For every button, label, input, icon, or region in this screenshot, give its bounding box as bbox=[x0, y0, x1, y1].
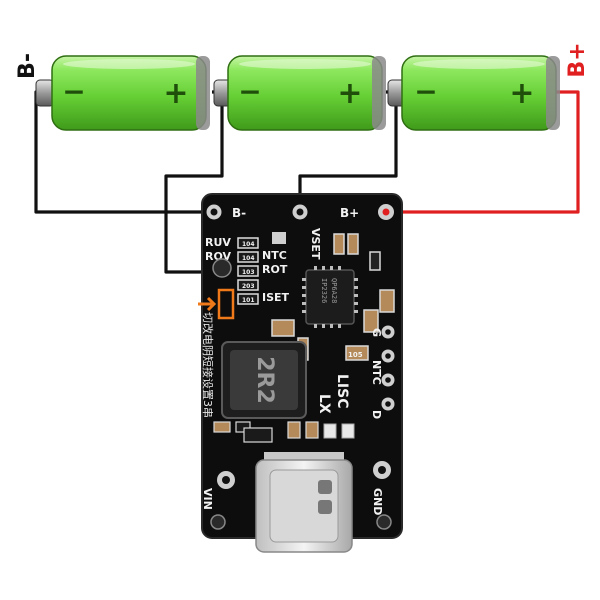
resistor-iset bbox=[237, 293, 259, 305]
vin-label: VIN bbox=[201, 488, 214, 510]
vset-label: VSET bbox=[309, 228, 322, 260]
pad-d bbox=[381, 397, 395, 411]
resistor-low-4 bbox=[287, 421, 301, 439]
inductor-label: 2R2 bbox=[252, 356, 277, 404]
cell-2-plus-label: + bbox=[337, 76, 362, 111]
pad-middle bbox=[292, 204, 308, 220]
lisc-label: LISC bbox=[334, 374, 350, 409]
pad-vin-hole bbox=[222, 476, 230, 484]
resistor-low-2 bbox=[235, 421, 251, 433]
capacitor-value: 105 bbox=[348, 351, 363, 359]
vset-jumper bbox=[272, 232, 286, 244]
capacitor-top-2 bbox=[347, 233, 359, 255]
usb-c-port bbox=[255, 452, 353, 553]
resistor-rot bbox=[237, 279, 259, 291]
charger-board: B- B+ VSET RUV ROV 104 104 103 203 101 N… bbox=[198, 193, 403, 553]
gnd-label: GND bbox=[371, 488, 384, 515]
ruv-solder-pad bbox=[212, 258, 232, 278]
cell-3-minus-label: − bbox=[414, 75, 437, 108]
resistor-low-3 bbox=[243, 427, 273, 443]
led-2 bbox=[341, 423, 355, 439]
battery-cell-3: − + bbox=[387, 55, 560, 131]
cell-1-plus-label: + bbox=[163, 76, 188, 111]
pad-b-plus-label: B+ bbox=[340, 206, 359, 220]
pad-b-minus bbox=[206, 204, 222, 220]
led-1 bbox=[323, 423, 337, 439]
pad-ntc bbox=[381, 349, 395, 363]
battery-cell-1: − + bbox=[35, 55, 210, 131]
resistor-rov bbox=[237, 251, 259, 263]
mount-hole-br bbox=[376, 514, 392, 530]
b-minus-label: B- bbox=[15, 53, 40, 79]
mount-hole-bl bbox=[210, 514, 226, 530]
cell-3-plus-label: + bbox=[509, 76, 534, 111]
ruv-label: RUV bbox=[205, 236, 231, 249]
pad-b-plus bbox=[378, 204, 394, 220]
resistor-top-right bbox=[369, 251, 381, 271]
resistor-rov-value: 104 bbox=[242, 255, 255, 262]
ic-chip: IP2326 QP6A28 bbox=[302, 266, 358, 328]
capacitor-right-1 bbox=[379, 289, 395, 313]
resistor-rot-value: 203 bbox=[242, 283, 255, 290]
highlighted-resistor bbox=[217, 288, 235, 320]
pad-d-label: D bbox=[370, 410, 383, 419]
cell-1-minus-label: − bbox=[62, 75, 85, 108]
capacitor-right-2 bbox=[363, 309, 379, 333]
capacitor-mid bbox=[345, 345, 369, 361]
pad-ntc-2 bbox=[381, 373, 395, 387]
iset-label: ISET bbox=[262, 291, 290, 304]
wire-b-plus bbox=[386, 90, 580, 214]
b-plus-label: B+ bbox=[565, 42, 590, 77]
resistor-ruv bbox=[237, 237, 259, 249]
resistor-ntc-value: 103 bbox=[242, 269, 255, 276]
resistor-ruv-value: 104 bbox=[242, 241, 255, 248]
capacitor-center bbox=[271, 319, 295, 337]
pad-gnd-hole bbox=[378, 466, 386, 474]
capacitor-top-1 bbox=[333, 233, 345, 255]
rot-label: ROT bbox=[262, 263, 288, 276]
chip-label-line1: IP2326 bbox=[320, 278, 328, 303]
resistor-low-1 bbox=[213, 421, 231, 433]
pad-ntc-label: NTC bbox=[370, 360, 383, 385]
pad-b-minus-label: B- bbox=[232, 206, 246, 220]
chip-label-line2: QP6A28 bbox=[330, 278, 338, 303]
inductor: 2R2 bbox=[221, 341, 307, 419]
resistor-iset-value: 101 bbox=[242, 297, 255, 304]
highlight-arrow-icon bbox=[198, 296, 217, 312]
battery-cell-2: − + bbox=[213, 55, 386, 131]
resistor-ntc bbox=[237, 265, 259, 277]
resistor-low-5 bbox=[305, 421, 319, 439]
cn-note: 切改电阴短接设置3串 bbox=[201, 312, 215, 418]
lx-label: LX bbox=[316, 394, 332, 414]
cell-2-minus-label: − bbox=[238, 75, 261, 108]
ntc-label: NTC bbox=[262, 249, 287, 262]
pad-g bbox=[381, 325, 395, 339]
pad-g-label: G bbox=[370, 328, 383, 337]
